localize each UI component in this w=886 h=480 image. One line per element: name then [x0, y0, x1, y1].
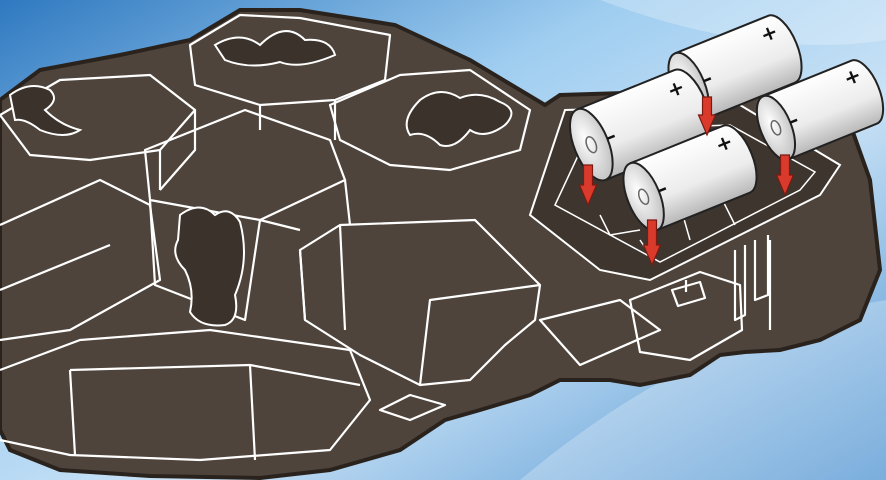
diagram-canvas: –+–+–+–+ — [0, 0, 886, 480]
battery-installation-diagram: –+–+–+–+ — [0, 0, 886, 480]
